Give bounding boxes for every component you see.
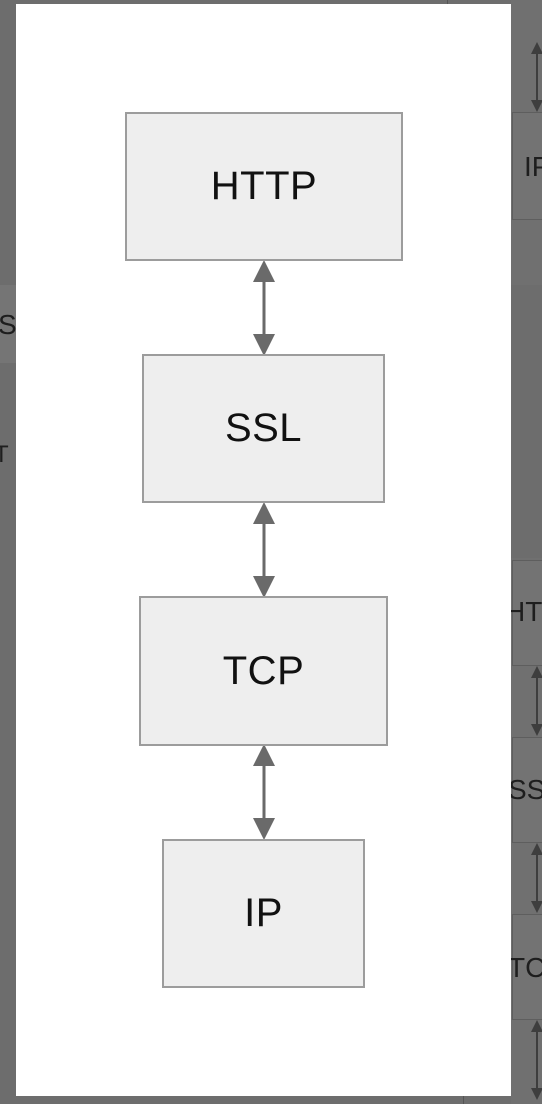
- background-label-right-http: HTT: [505, 596, 542, 627]
- connector-layer: [253, 260, 275, 840]
- background-label-left-ssl: S: [0, 309, 17, 340]
- background-arrow-icon: [531, 666, 542, 736]
- node-http: HTTP: [125, 112, 403, 261]
- arrow-down-icon: [253, 576, 275, 598]
- background-box-ip: [512, 112, 542, 220]
- arrow-ssl-tcp: [253, 502, 275, 598]
- background-divider: [447, 0, 448, 6]
- background-label-right-tcp: TC: [508, 952, 542, 983]
- background-label-right-ip: IP: [524, 151, 542, 182]
- diagram-panel: HTTP SSL TCP IP: [16, 4, 511, 1096]
- background-label-left-tcp: T: [0, 441, 9, 468]
- arrow-up-icon: [253, 744, 275, 766]
- arrow-up-icon: [253, 260, 275, 282]
- background-label-right-ssl: SS: [508, 774, 542, 805]
- arrow-http-ssl: [253, 260, 275, 356]
- node-ssl: SSL: [142, 354, 385, 503]
- background-box-http: [512, 560, 542, 666]
- arrow-up-icon: [253, 502, 275, 524]
- background-divider: [463, 1096, 464, 1104]
- arrow-down-icon: [253, 334, 275, 356]
- background-arrow-icon: [531, 1020, 542, 1100]
- node-label: IP: [244, 891, 283, 935]
- node-ip: IP: [162, 839, 365, 988]
- arrow-tcp-ip: [253, 744, 275, 840]
- background-box-ssl: [512, 737, 542, 843]
- background-arrow-icon: [531, 42, 542, 112]
- background-box-tcp: [512, 914, 542, 1020]
- node-label: HTTP: [210, 164, 318, 208]
- node-tcp: TCP: [139, 596, 388, 746]
- arrow-down-icon: [253, 818, 275, 840]
- background-arrow-icon: [531, 843, 542, 913]
- node-label: SSL: [224, 406, 303, 450]
- node-label: TCP: [222, 648, 305, 693]
